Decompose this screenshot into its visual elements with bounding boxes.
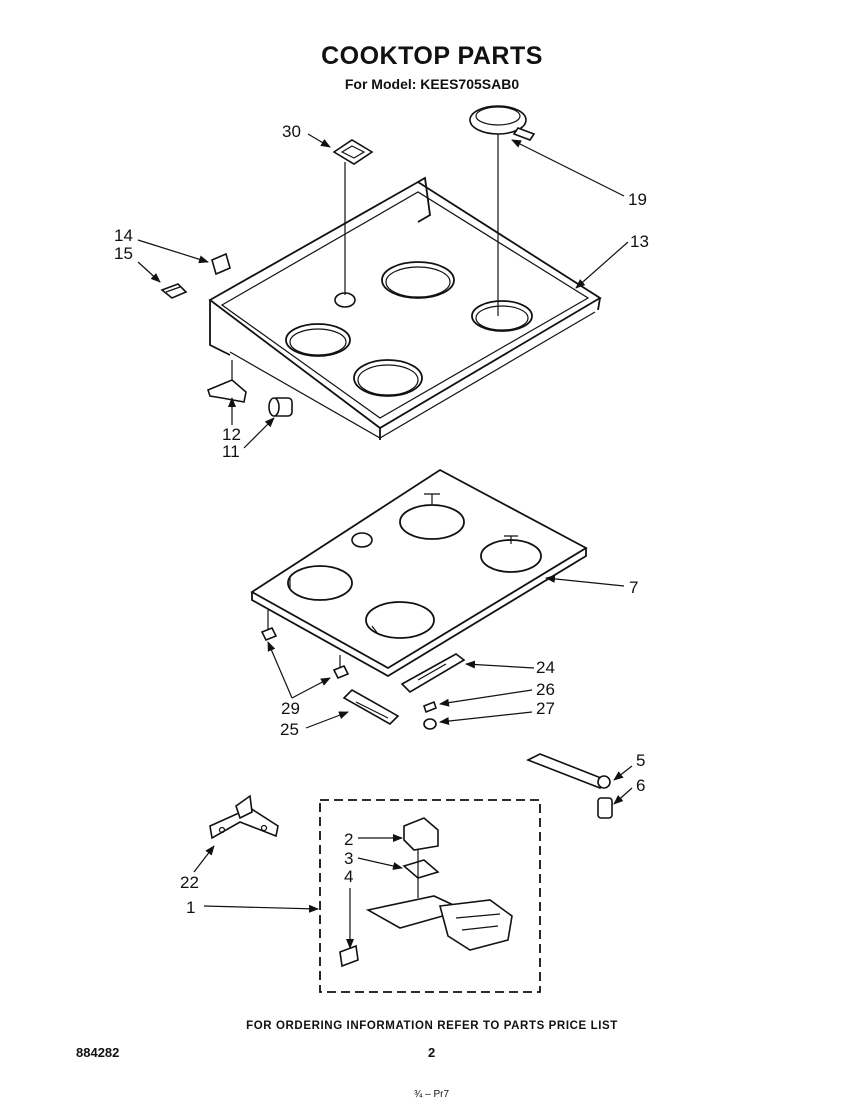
model-subtitle: For Model: KEES705SAB0 xyxy=(344,76,520,92)
part-14-15-clips xyxy=(160,252,231,299)
part-1-dashed-box xyxy=(319,799,541,993)
callout-15: 15 xyxy=(114,244,133,263)
callout-29: 29 xyxy=(281,699,300,718)
part-5-6 xyxy=(526,753,613,819)
callout-1: 1 xyxy=(186,898,195,917)
cooktop-frame xyxy=(208,176,602,440)
part-22-bracket xyxy=(209,794,279,840)
callout-22: 22 xyxy=(180,873,199,892)
callout-4: 4 xyxy=(344,867,353,886)
callout-27: 27 xyxy=(536,699,555,718)
part-1-switch-assembly xyxy=(339,817,513,968)
callout-12: 12 xyxy=(222,425,241,444)
callout-5: 5 xyxy=(636,751,645,770)
part-7-tray xyxy=(250,468,588,678)
page-number: 2 xyxy=(428,1045,436,1060)
callout-24: 24 xyxy=(536,658,555,677)
part-12-11 xyxy=(207,360,293,417)
callout-11: 11 xyxy=(222,442,240,461)
ordering-note: FOR ORDERING INFORMATION REFER TO PARTS … xyxy=(246,1020,618,1032)
bottom-mark: ¾ – Pr7 xyxy=(414,1089,450,1100)
callout-19: 19 xyxy=(628,190,647,209)
callout-13: 13 xyxy=(630,232,649,251)
callout-25: 25 xyxy=(280,720,299,739)
part-25-bracket xyxy=(342,689,400,725)
callout-14: 14 xyxy=(114,226,133,245)
callout-labels: 30 19 14 15 13 12 11 7 24 26 27 29 25 5 … xyxy=(114,122,649,917)
callout-6: 6 xyxy=(636,776,645,795)
leader-lines xyxy=(137,133,633,949)
callout-7: 7 xyxy=(629,578,638,597)
callout-3: 3 xyxy=(344,849,353,868)
page-title: COOKTOP PARTS xyxy=(321,42,543,70)
part-19-element xyxy=(469,105,536,316)
part-30-lens xyxy=(332,139,374,295)
callout-30: 30 xyxy=(282,122,301,141)
part-24-26-27 xyxy=(400,653,466,730)
callout-26: 26 xyxy=(536,680,555,699)
part-29-clips xyxy=(260,610,350,680)
document-number: 884282 xyxy=(76,1045,120,1060)
callout-2: 2 xyxy=(344,830,353,849)
